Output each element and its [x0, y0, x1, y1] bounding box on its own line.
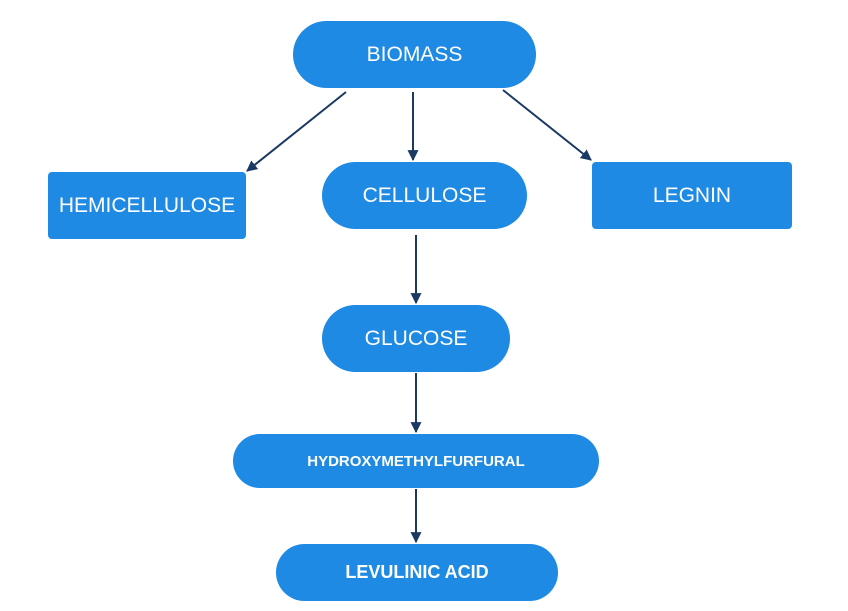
- node-hydroxymethylfurfural-label: HYDROXYMETHYLFURFURAL: [307, 452, 525, 470]
- node-levulinic-acid-label: LEVULINIC ACID: [345, 562, 489, 582]
- node-biomass: BIOMASS: [293, 21, 536, 88]
- arrow-biomass-to-hemicellulose: [246, 91, 347, 172]
- node-levulinic-acid: LEVULINIC ACID: [276, 544, 558, 601]
- node-cellulose-label: CELLULOSE: [362, 183, 487, 207]
- node-glucose-label: GLUCOSE: [364, 326, 468, 350]
- node-hydroxymethylfurfural: HYDROXYMETHYLFURFURAL: [233, 434, 599, 488]
- node-hemicellulose-label: HEMICELLULOSE: [58, 193, 236, 217]
- node-legnin-label: LEGNIN: [652, 183, 732, 207]
- node-hemicellulose: HEMICELLULOSE: [48, 172, 246, 239]
- arrow-biomass-to-legnin: [502, 89, 592, 161]
- node-cellulose: CELLULOSE: [322, 162, 527, 229]
- node-biomass-label: BIOMASS: [366, 42, 463, 66]
- node-legnin: LEGNIN: [592, 162, 792, 229]
- node-glucose: GLUCOSE: [322, 305, 510, 372]
